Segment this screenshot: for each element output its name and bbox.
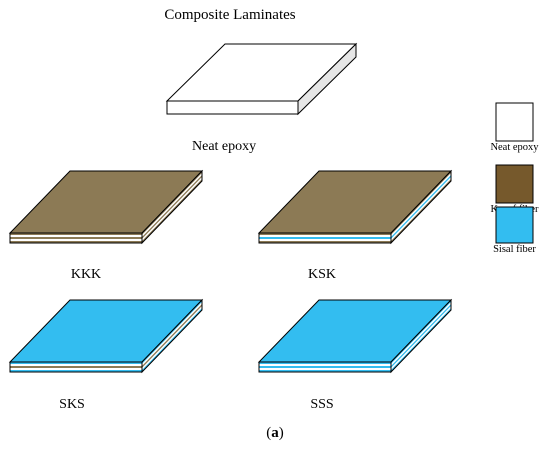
laminate-side-layer: [142, 302, 202, 366]
laminate-front-layer: [10, 368, 142, 370]
laminate-kkk: KKK: [8, 169, 204, 282]
laminate-sss: SSS: [257, 298, 453, 412]
laminate-side-outline: [141, 298, 203, 374]
laminate-side-outline: [390, 298, 452, 374]
laminate-side-layer: [391, 177, 451, 241]
caption-letter: a: [271, 425, 279, 441]
laminate-front-layer: [10, 364, 142, 366]
laminate-front-layer: [10, 366, 142, 368]
laminate-side-layer: [142, 177, 202, 241]
laminate-side-outline: [390, 169, 452, 245]
caption-close: ): [279, 425, 284, 441]
laminate-side-layer: [298, 44, 356, 114]
laminate-front-layer: [259, 368, 391, 370]
laminate-front-layer: [10, 237, 142, 239]
laminate-front-layer: [167, 101, 298, 114]
laminate-label-ksk: KSK: [308, 267, 336, 282]
legend: Neat epoxyKenaf fiberSisal fiber: [490, 102, 539, 255]
laminate-neat: Neat epoxy: [165, 42, 358, 154]
laminate-sks: SKS: [8, 298, 204, 412]
laminate-front-layer: [259, 237, 391, 239]
laminate-side-layer: [391, 175, 451, 239]
legend-swatch: [495, 102, 534, 142]
laminate-front-layer: [259, 239, 391, 241]
laminate-side-layer: [391, 173, 451, 237]
laminate-side-outline: [141, 169, 203, 245]
legend-swatch: [495, 206, 534, 244]
laminate-side-layer: [142, 175, 202, 239]
laminate-side-layer: [391, 304, 451, 368]
laminate-front-layer: [10, 235, 142, 237]
laminate-label-sss: SSS: [310, 397, 333, 412]
laminate-side-layer: [142, 306, 202, 370]
laminate-side-layer: [142, 304, 202, 368]
laminate-front-layer: [10, 239, 142, 241]
figure-caption: (a): [266, 425, 284, 441]
legend-label: Neat epoxy: [490, 142, 539, 153]
laminate-label-sks: SKS: [59, 397, 85, 412]
laminate-side-layer: [391, 306, 451, 370]
legend-item: Sisal fiber: [493, 206, 536, 255]
laminate-side-layer: [142, 173, 202, 237]
legend-label: Sisal fiber: [493, 244, 536, 255]
laminate-side-layer: [391, 302, 451, 366]
caption-open: (: [266, 425, 271, 441]
laminate-front-layer: [259, 235, 391, 237]
laminate-front-layer: [259, 366, 391, 368]
laminate-front-layer: [259, 364, 391, 366]
figure-title: Composite Laminates: [164, 7, 295, 23]
laminate-ksk: KSK: [257, 169, 453, 282]
laminate-label-kkk: KKK: [71, 267, 101, 282]
laminate-label-neat: Neat epoxy: [192, 139, 256, 154]
legend-item: Neat epoxy: [490, 102, 539, 153]
legend-swatch: [495, 164, 534, 204]
laminate-side-outline: [297, 42, 357, 116]
